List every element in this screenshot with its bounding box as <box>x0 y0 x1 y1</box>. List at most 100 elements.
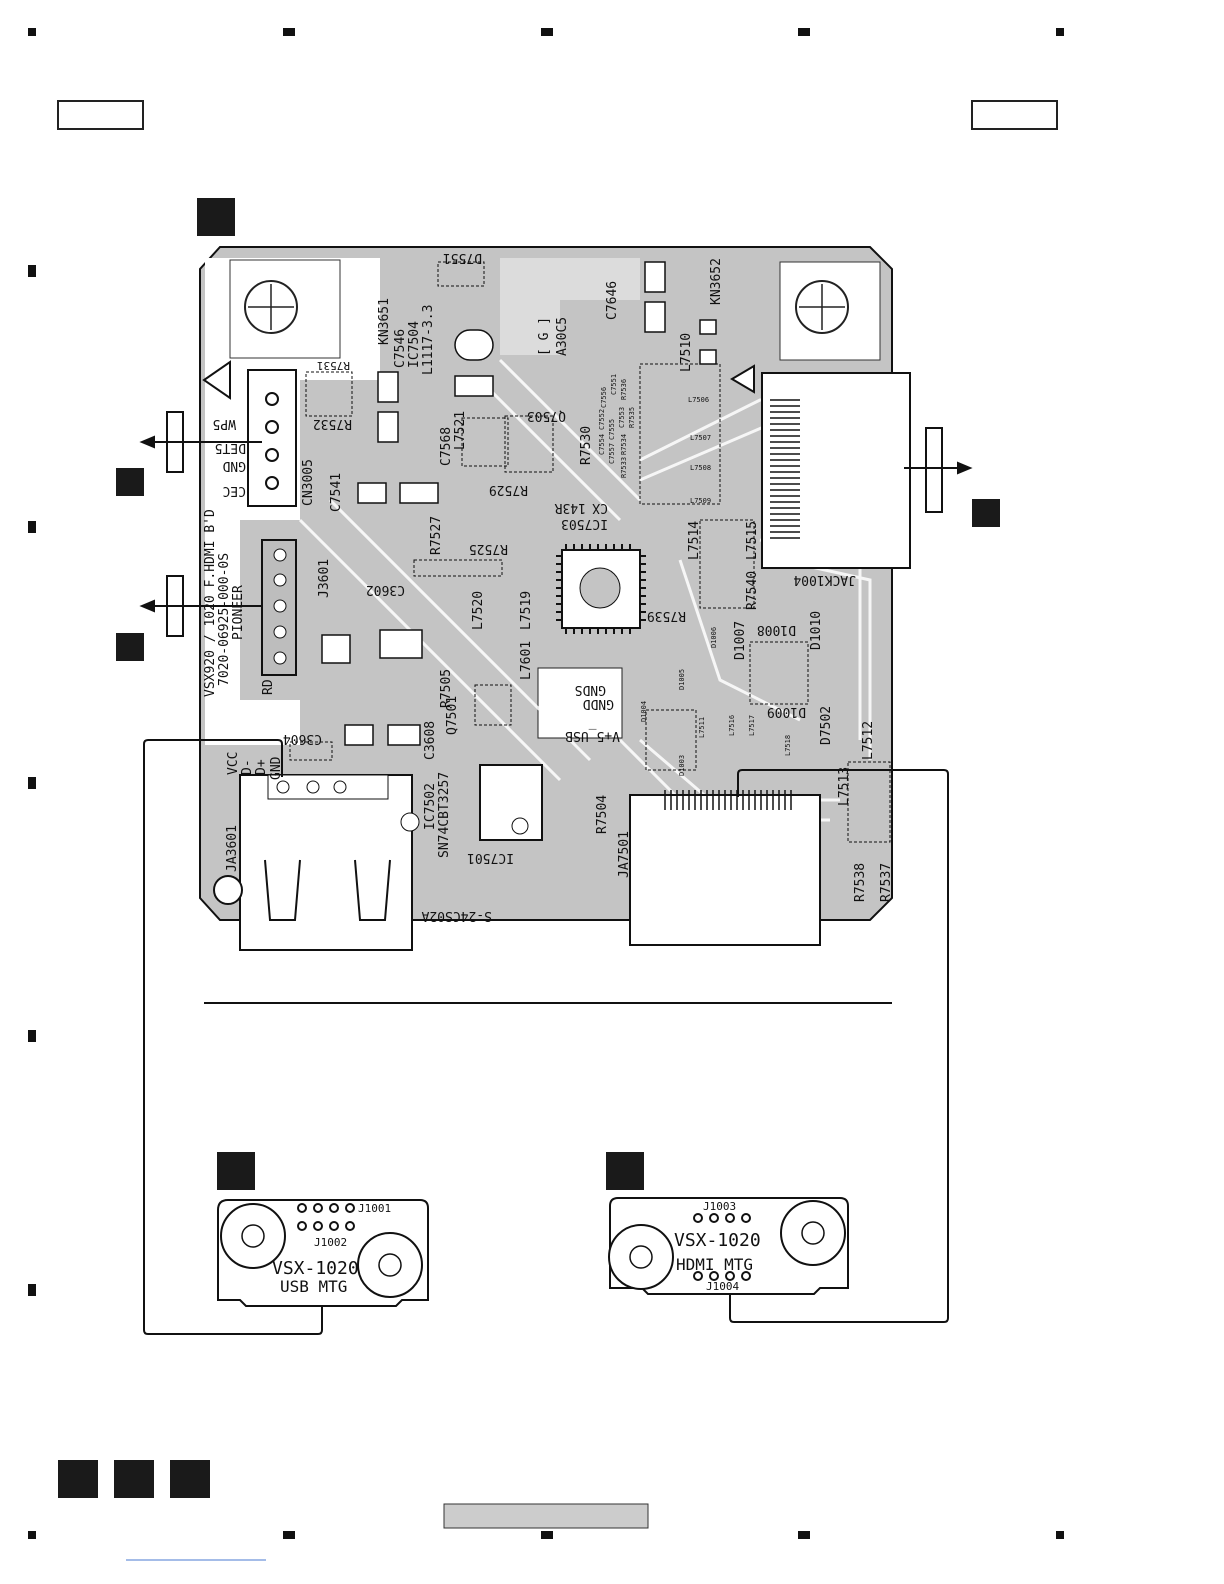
ref-ic7501: IC7501 <box>467 850 514 865</box>
board-brand: PIONEER <box>231 585 246 640</box>
ref-r7504: R7504 <box>595 795 610 834</box>
hdmi-mtg-model: VSX-1020 <box>674 1230 761 1251</box>
hdmi-routing-line <box>729 769 949 1323</box>
ref-cx: CX <box>592 500 608 515</box>
ref-l1117: L1117-3.3 <box>421 305 436 375</box>
ref-l7513: L7513 <box>837 767 852 806</box>
hdmi-mtg-board: J1003 J1004 VSX-1020 HDMI MTG <box>608 1197 849 1295</box>
ref-l7510: L7510 <box>679 333 694 372</box>
ja3601-pin-2: D- <box>240 759 255 775</box>
ref-r7533: R7533 <box>620 457 628 478</box>
usb-pin-gnds: GNDS <box>575 682 606 697</box>
ref-d1005: D1005 <box>678 669 686 690</box>
ref-c7553: C7553 <box>618 407 626 428</box>
usb-mtg-j1002: J1002 <box>314 1236 347 1249</box>
registration-marks <box>28 28 1064 1539</box>
hdmi-mtg-j1003: J1003 <box>703 1200 736 1213</box>
ref-c7555: C7555 <box>608 419 616 440</box>
ref-r7531: R7531 <box>317 359 350 372</box>
ref-c7568: C7568 <box>439 427 454 466</box>
ref-r7537: R7537 <box>879 863 894 902</box>
ref-l7517: L7517 <box>748 715 756 736</box>
rd-label: RD <box>261 679 276 695</box>
ref-l7512: L7512 <box>861 721 876 760</box>
ref-r7540: R7540 <box>745 571 760 610</box>
ref-l7601: L7601 <box>519 641 534 680</box>
ref-l7518: L7518 <box>784 735 792 756</box>
hdmi-mtg-name: HDMI MTG <box>676 1255 753 1274</box>
section-marker-c <box>116 633 144 661</box>
ref-r7538: R7538 <box>853 863 868 902</box>
ref-c7557: C7557 <box>608 443 616 464</box>
cn3005-pin-1: WP5 <box>213 416 236 431</box>
ref-d1009: D1009 <box>767 704 806 719</box>
ref-d1004: D1004 <box>640 701 648 722</box>
cable-arrows <box>139 411 973 637</box>
ref-c7551: C7551 <box>610 374 618 395</box>
ref-c7541: C7541 <box>329 473 344 512</box>
ref-ic7503: IC7503 <box>561 516 608 531</box>
ref-c7546: C7546 <box>393 329 408 368</box>
ref-jack1004: JACK1004 <box>793 572 856 587</box>
section-marker-hdmi <box>606 1152 644 1190</box>
ref-ja7501: JA7501 <box>617 831 632 878</box>
ref-r7530: R7530 <box>579 426 594 465</box>
ref-d1008: D1008 <box>757 622 796 637</box>
section-marker-usb <box>217 1152 255 1190</box>
board-model-note: VSX920 / 1020 F.HDMI B'D <box>203 509 218 697</box>
ref-ic7504: IC7504 <box>407 321 422 368</box>
main-pcb <box>199 246 911 951</box>
ref-l7506: L7506 <box>688 396 709 404</box>
ref-c7646: C7646 <box>605 281 620 320</box>
ref-l7507: L7507 <box>690 434 711 442</box>
ref-ic7502: IC7502 <box>423 783 438 830</box>
ref-l7515: L7515 <box>745 521 760 560</box>
ref-r7539: R7539 <box>647 608 686 623</box>
ref-kn3652: KN3652 <box>709 258 724 305</box>
cn3005-pin-2: DET5 <box>215 440 246 455</box>
footer-marker-1 <box>58 1460 98 1498</box>
hdmi-mtg-j1004: J1004 <box>706 1280 739 1293</box>
footer-page-box <box>443 1503 649 1529</box>
footer-marker-2 <box>114 1460 154 1498</box>
ja7501-hdmi <box>629 794 821 946</box>
header-box-right <box>971 100 1058 130</box>
ja3601-pin-4: GND <box>269 756 284 780</box>
usb-pin-gndd: GNDD <box>583 696 614 711</box>
ref-l7509: L7509 <box>690 497 711 505</box>
section-marker-a <box>197 198 235 236</box>
ref-c3608: C3608 <box>423 721 438 760</box>
cn3005-pin-4: CEC <box>223 483 246 498</box>
ref-l7514: L7514 <box>687 521 702 560</box>
ref-l7511: L7511 <box>698 717 706 738</box>
ja3601-pin-3: D+ <box>254 759 269 775</box>
ref-l7521: L7521 <box>453 411 468 450</box>
usb-pin-v5: V+5_USB <box>565 728 620 743</box>
ref-r7532: R7532 <box>313 416 352 431</box>
ref-c7552: C7552 <box>598 409 606 430</box>
ref-r7534: R7534 <box>620 434 628 455</box>
usb-mtg-name: USB MTG <box>280 1277 347 1296</box>
section-marker-d <box>972 499 1000 527</box>
ref-d1010: D1010 <box>809 611 824 650</box>
ref-d1003: D1003 <box>678 755 686 776</box>
ref-l7508: L7508 <box>690 464 711 472</box>
ref-l7520: L7520 <box>471 591 486 630</box>
footer-marker-3 <box>170 1460 210 1498</box>
ref-r7525: R7525 <box>469 541 508 556</box>
ref-r7536: R7536 <box>620 379 628 400</box>
ref-d7551: D7551 <box>443 250 482 265</box>
ref-l7519: L7519 <box>519 591 534 630</box>
ref-j3601: J3601 <box>317 559 332 598</box>
ref-ja3601: JA3601 <box>225 825 240 872</box>
ref-c3602: C3602 <box>366 582 405 597</box>
header-box-left <box>57 100 144 130</box>
ic7502-chip <box>479 764 543 841</box>
ref-c7554: C7554 <box>598 434 606 455</box>
ref-l7516: L7516 <box>728 715 736 736</box>
usb-mtg-j1001: J1001 <box>358 1202 391 1215</box>
ref-q7503: Q7503 <box>527 408 566 423</box>
ref-cn3005: CN3005 <box>301 459 316 506</box>
usb-routing-line <box>143 739 323 1335</box>
